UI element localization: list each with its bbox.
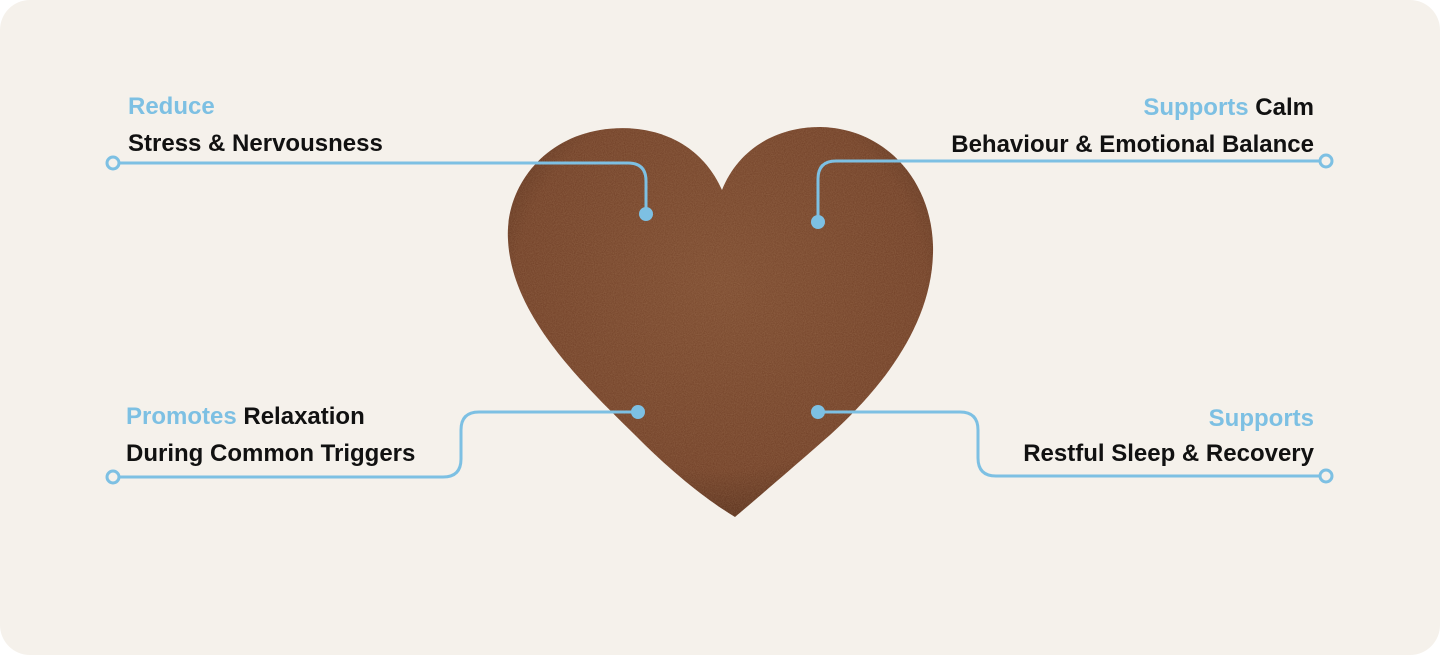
benefit-accent: Promotes — [126, 403, 237, 430]
benefit-accent: Supports — [1208, 405, 1314, 432]
benefit-line1: Relaxation — [236, 403, 365, 430]
benefit-line2: Behaviour & Emotional Balance — [951, 131, 1314, 158]
endpoint-ring-icon — [1318, 468, 1334, 484]
benefit-accent: Reduce — [128, 93, 215, 120]
endpoint-ring-icon — [105, 155, 121, 171]
endpoint-ring-icon — [105, 469, 121, 485]
endpoint-ring-icon — [1318, 153, 1334, 169]
connector-line-calm — [816, 159, 1326, 222]
endpoint-dot-icon — [811, 215, 825, 229]
connector-line-relaxation — [113, 410, 638, 479]
benefit-supports-sleep: Supports Restful Sleep & Recovery — [1023, 401, 1314, 471]
endpoint-dot-icon — [639, 207, 653, 221]
benefit-promotes-relaxation: Promotes Relaxation During Common Trigge… — [126, 398, 415, 472]
heart-treat-image — [507, 127, 934, 517]
endpoint-dot-icon — [811, 405, 825, 419]
benefit-line2: During Common Triggers — [126, 440, 416, 467]
benefit-reduce-stress: Reduce Stress & Nervousness — [128, 88, 383, 162]
benefit-line2: Restful Sleep & Recovery — [1023, 440, 1314, 467]
benefit-line2: Stress & Nervousness — [128, 130, 383, 157]
benefit-line1: Calm — [1248, 94, 1314, 121]
benefit-accent: Supports — [1143, 94, 1249, 121]
endpoint-dot-icon — [631, 405, 645, 419]
connector-line-reduce — [113, 161, 648, 214]
connector-line-sleep — [818, 410, 1326, 478]
benefit-supports-calm: Supports Calm Behaviour & Emotional Bala… — [951, 89, 1314, 163]
